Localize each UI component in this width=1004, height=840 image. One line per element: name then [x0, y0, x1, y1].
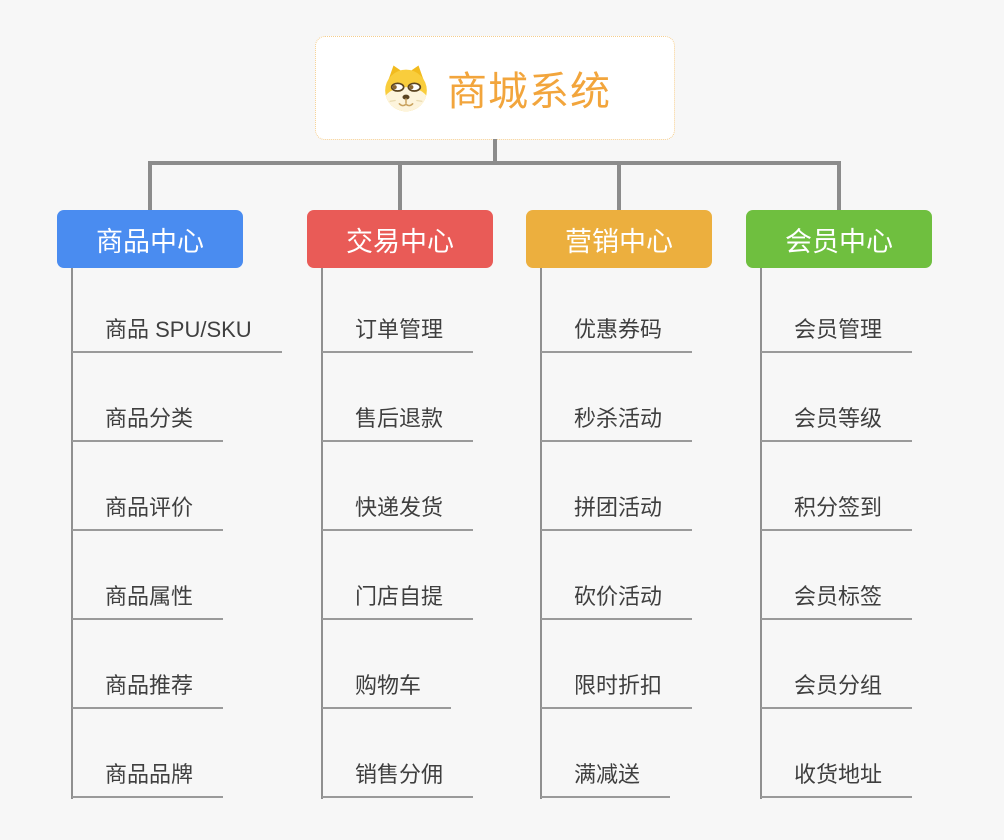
- branch-rail-connector: [760, 268, 762, 799]
- leaf-node-label: 商品评价: [105, 495, 194, 520]
- leaf-node-label: 售后退款: [355, 406, 444, 431]
- root-stem-connector: [493, 139, 497, 163]
- leaf-node-label: 商品品牌: [105, 762, 194, 787]
- branch-node-4[interactable]: 会员中心: [746, 210, 932, 268]
- leaf-node[interactable]: 商品品牌: [72, 762, 224, 798]
- leaf-node[interactable]: 商品评价: [72, 495, 224, 531]
- leaf-node-label: 会员标签: [794, 584, 883, 609]
- leaf-node-label: 积分签到: [794, 495, 883, 520]
- leaf-node[interactable]: 砍价活动: [541, 584, 693, 620]
- leaf-node-label: 商品 SPU/SKU: [105, 317, 252, 342]
- leaf-node-label: 快递发货: [355, 495, 444, 520]
- leaf-node-label: 优惠券码: [574, 317, 663, 342]
- leaf-node[interactable]: 优惠券码: [541, 317, 693, 353]
- leaf-node[interactable]: 快递发货: [322, 495, 474, 531]
- branch-drop-connector: [617, 161, 621, 211]
- leaf-node[interactable]: 会员管理: [761, 317, 913, 353]
- branch-node-3[interactable]: 营销中心: [526, 210, 712, 268]
- branch-node-2[interactable]: 交易中心: [307, 210, 493, 268]
- branch-node-label: 营销中心: [565, 226, 673, 257]
- leaf-node-label: 商品推荐: [105, 673, 194, 698]
- branch-node-label: 商品中心: [96, 226, 204, 257]
- leaf-node[interactable]: 拼团活动: [541, 495, 693, 531]
- leaf-node[interactable]: 会员分组: [761, 673, 913, 709]
- branch-drop-connector: [398, 161, 402, 211]
- leaf-node[interactable]: 商品 SPU/SKU: [72, 319, 282, 353]
- shiba-dog-face-icon: [379, 63, 433, 113]
- leaf-node[interactable]: 售后退款: [322, 406, 474, 442]
- leaf-node-label: 订单管理: [355, 317, 444, 342]
- leaf-node[interactable]: 销售分佣: [322, 762, 474, 798]
- leaf-node[interactable]: 收货地址: [761, 762, 913, 798]
- leaf-node-label: 收货地址: [794, 762, 883, 787]
- root-node[interactable]: 商城系统: [315, 36, 675, 140]
- leaf-node-label: 会员等级: [794, 406, 883, 431]
- branch-rail-connector: [321, 268, 323, 799]
- leaf-node[interactable]: 限时折扣: [541, 673, 693, 709]
- leaf-node[interactable]: 订单管理: [322, 317, 474, 353]
- leaf-node-label: 满减送: [574, 762, 641, 787]
- root-node-label: 商城系统: [447, 70, 611, 114]
- leaf-node-label: 购物车: [355, 673, 422, 698]
- branch-node-label: 交易中心: [346, 226, 454, 257]
- leaf-node[interactable]: 会员等级: [761, 406, 913, 442]
- leaf-node-label: 会员分组: [794, 673, 883, 698]
- leaf-node-label: 拼团活动: [574, 495, 663, 520]
- leaf-node[interactable]: 秒杀活动: [541, 406, 693, 442]
- branch-node-label: 会员中心: [785, 226, 893, 257]
- trunk-horizontal-connector: [148, 161, 841, 165]
- leaf-node-label: 砍价活动: [574, 584, 663, 609]
- leaf-node[interactable]: 商品属性: [72, 584, 224, 620]
- leaf-node-label: 销售分佣: [355, 762, 444, 787]
- leaf-node-label: 门店自提: [355, 584, 444, 609]
- leaf-node[interactable]: 门店自提: [322, 584, 474, 620]
- leaf-node[interactable]: 满减送: [541, 762, 671, 798]
- leaf-node-label: 限时折扣: [574, 673, 663, 698]
- leaf-node[interactable]: 积分签到: [761, 495, 913, 531]
- branch-rail-connector: [71, 268, 73, 799]
- leaf-node-label: 秒杀活动: [574, 406, 663, 431]
- leaf-node-label: 商品分类: [105, 406, 194, 431]
- leaf-node[interactable]: 商品分类: [72, 406, 224, 442]
- branch-node-1[interactable]: 商品中心: [57, 210, 243, 268]
- leaf-node-label: 会员管理: [794, 317, 883, 342]
- leaf-node[interactable]: 会员标签: [761, 584, 913, 620]
- branch-drop-connector: [148, 161, 152, 211]
- leaf-node[interactable]: 商品推荐: [72, 673, 224, 709]
- branch-rail-connector: [540, 268, 542, 799]
- leaf-node-label: 商品属性: [105, 584, 194, 609]
- branch-drop-connector: [837, 161, 841, 211]
- leaf-node[interactable]: 购物车: [322, 673, 452, 709]
